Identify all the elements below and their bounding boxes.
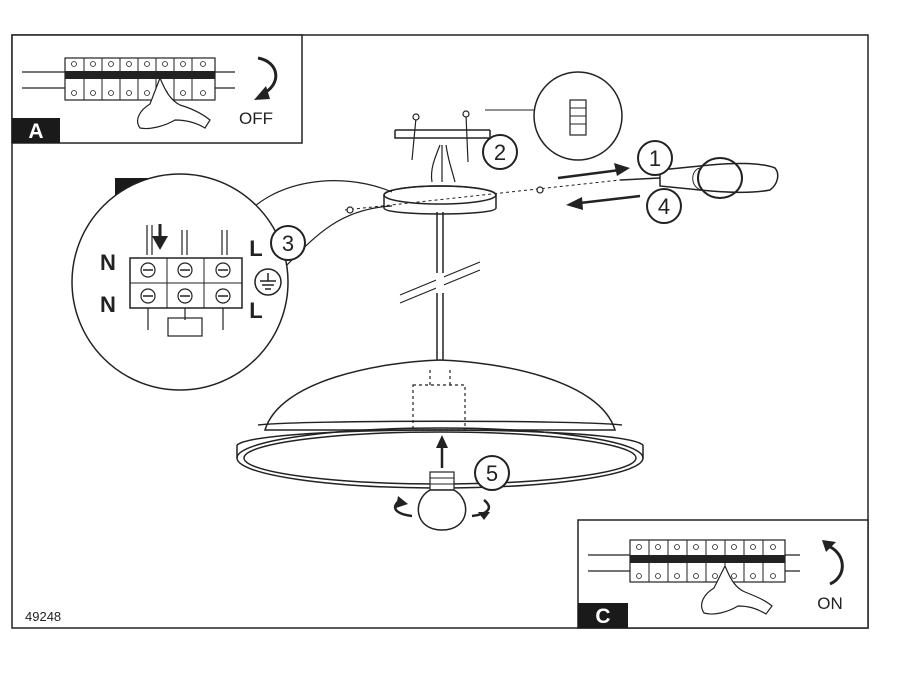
step-4-number: 4 (658, 194, 670, 219)
bulb-base (429, 471, 455, 491)
insert-bulb-arrow-icon (436, 435, 448, 448)
mounting-assembly (344, 71, 623, 215)
step-3-badge (270, 225, 306, 261)
panel-c: ON C (577, 519, 869, 629)
panel-c-letter: C (595, 605, 610, 628)
panel-a-letter-box (12, 118, 60, 143)
terminal-bottom-neutral-label: N (100, 292, 116, 317)
mounting-bracket (394, 130, 491, 139)
terminal-top-live-label: L (249, 236, 262, 261)
outer-frame (11, 34, 869, 629)
earth-ground-icon (254, 268, 282, 296)
screwdriver-icon (659, 162, 779, 194)
screwdriver-steps: 1 4 (557, 140, 779, 224)
screw-axis-line (344, 179, 621, 211)
arrow-right-icon (614, 163, 630, 176)
step-1-badge (637, 140, 673, 176)
panel-a-label: OFF (239, 109, 273, 128)
rotate-icon (697, 157, 743, 199)
model-number: 49248 (25, 609, 61, 624)
panel-c-label: ON (817, 594, 843, 613)
light-bulb-icon (417, 489, 467, 531)
step-3-number: 3 (282, 231, 294, 256)
switch-off-arrowhead-icon (254, 86, 270, 100)
switch-on-arrow-icon (825, 543, 844, 586)
terminal-top-neutral-label: N (100, 250, 116, 275)
step-1-number: 1 (649, 146, 661, 171)
terminal-bottom-live-label: L (249, 298, 262, 323)
pendant-lamp: 5 (236, 212, 644, 531)
step-5-badge (474, 455, 510, 491)
supply-wires (430, 144, 456, 183)
step-5-number: 5 (486, 461, 498, 486)
arrow-left-icon (566, 197, 583, 210)
panel-a: OFF A (11, 34, 303, 144)
step-2-badge (482, 134, 518, 170)
step-2-number: 2 (494, 140, 506, 165)
insert-arrow-icon (152, 236, 168, 250)
wall-plug-icon (569, 99, 587, 136)
hand-icon-c (701, 564, 773, 615)
panel-b: B (71, 173, 393, 391)
breaker-row-a (64, 57, 216, 101)
breaker-row-c (629, 539, 786, 583)
panel-c-letter-box (578, 603, 628, 628)
screw-icons (411, 110, 470, 163)
lamp-socket (412, 384, 466, 431)
step-4-badge (646, 188, 682, 224)
lamp-shade (263, 359, 617, 431)
panel-a-letter: A (28, 120, 43, 143)
hand-icon (137, 76, 211, 130)
